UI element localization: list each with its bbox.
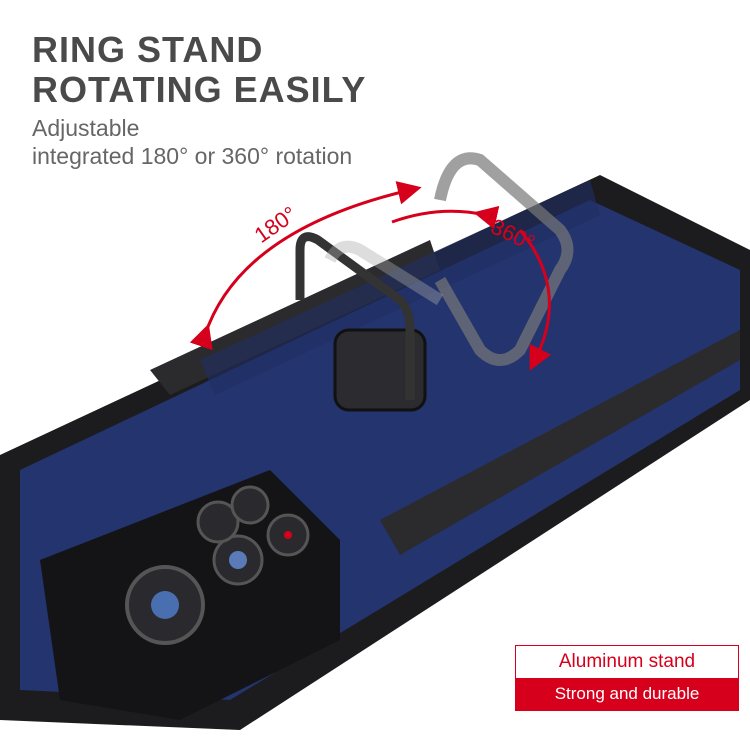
subtitle-line-2: integrated 180° or 360° rotation (32, 143, 353, 169)
camera-module (40, 470, 340, 720)
arrow-180 (189, 181, 422, 351)
badge-title: Aluminum stand (516, 646, 738, 678)
subtitle: Adjustable integrated 180° or 360° rotat… (32, 114, 352, 170)
headline: RING STAND ROTATING EASILY (32, 30, 366, 110)
headline-line-1: RING STAND (32, 29, 264, 70)
subtitle-line-1: Adjustable (32, 115, 140, 141)
feature-badge: Aluminum stand Strong and durable (515, 645, 739, 711)
camera-lens (230, 485, 270, 525)
arrow-360 (391, 211, 549, 360)
rotation-arrows (189, 181, 549, 360)
badge-subtitle: Strong and durable (516, 678, 738, 710)
headline-line-2: ROTATING EASILY (32, 69, 367, 110)
camera-lens (196, 500, 240, 544)
